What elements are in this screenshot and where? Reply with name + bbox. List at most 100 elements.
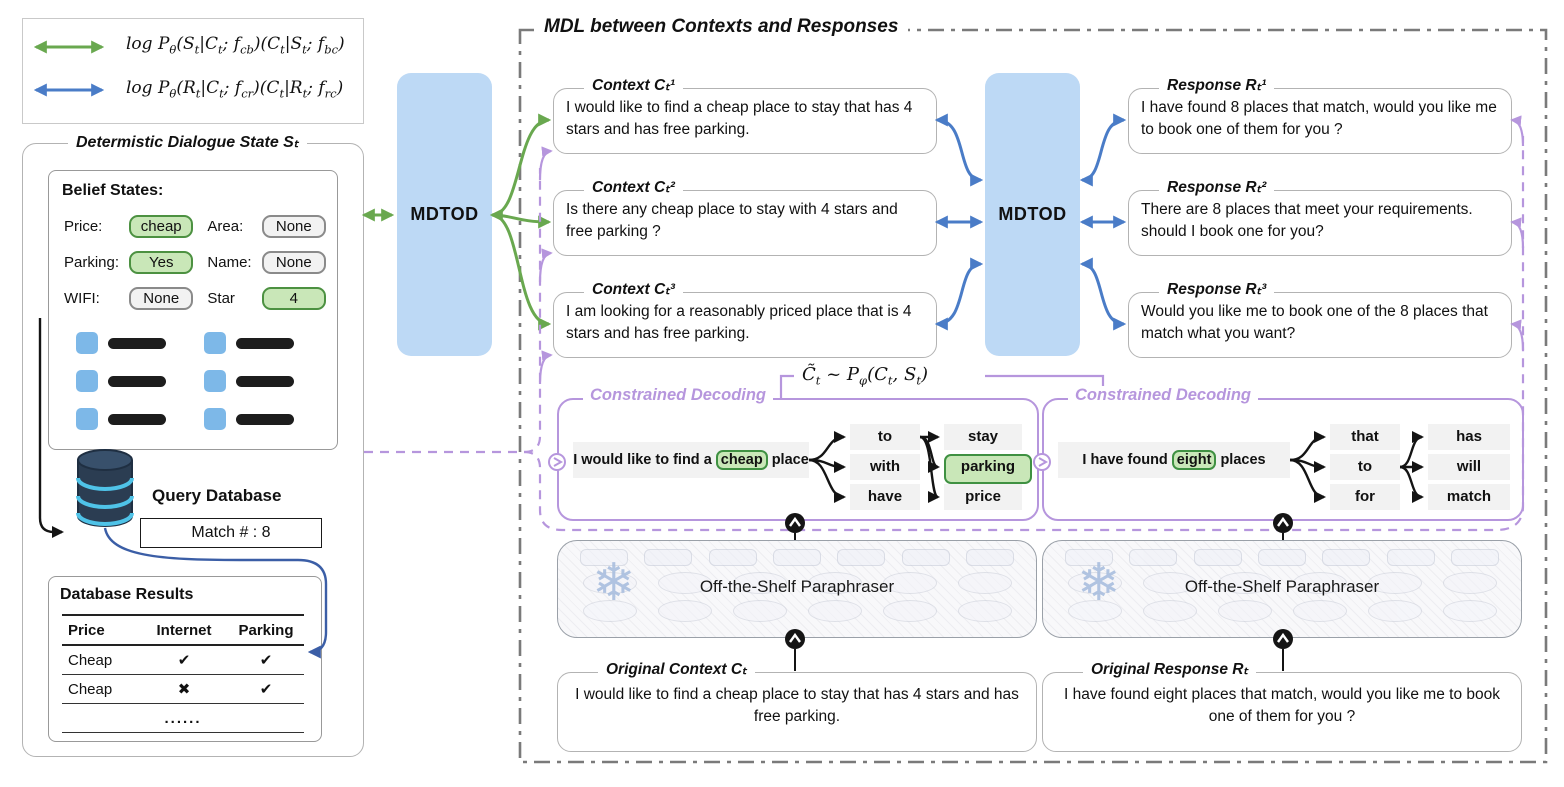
mdtod-context2-arrow — [489, 208, 552, 229]
mdtod-model-right: MDTOD — [985, 73, 1080, 356]
check-icon: ✔ — [177, 652, 191, 669]
response-bubble-2: Response Rₜ² There are 8 places that mee… — [1128, 178, 1512, 256]
mdtod-response1-arrow — [1079, 113, 1127, 187]
paraphrase-context2-arrow — [538, 248, 553, 283]
slot-label: Price: — [64, 218, 103, 235]
results-row: Cheap ✔ ✔ — [62, 646, 304, 675]
slot-label: Area: — [207, 218, 244, 235]
slot-label: WIFI: — [64, 290, 100, 307]
lattice-word: to — [850, 424, 920, 450]
lattice-word: match — [1428, 484, 1510, 510]
check-icon: ✔ — [259, 652, 273, 669]
context-text-3: I am looking for a reasonably priced pla… — [566, 303, 912, 342]
decoding-to-contexts-riser — [523, 168, 542, 454]
belief-slot-row: Price: cheap Area: None — [64, 215, 326, 238]
belief-slot-row: WIFI: None Star 4 — [64, 287, 326, 310]
mdtod-context1-arrow — [491, 113, 552, 217]
response-text-3: Would you like me to book one of the 8 p… — [1141, 303, 1488, 342]
context-bubble-1: Context Cₜ¹ I would like to find a cheap… — [553, 76, 937, 154]
dialogue-state-title: Determistic Dialogue State Sₜ — [68, 132, 307, 152]
original-context-bubble: Original Context Cₜ I would like to find… — [557, 660, 1037, 752]
lattice-word: price — [944, 484, 1022, 510]
paraphraser-label-right: Off-the-Shelf Paraphraser — [1184, 577, 1380, 596]
response-text-2: There are 8 places that meet your requir… — [1141, 201, 1473, 240]
paraphrase-sampling-formula: C̃t ~ Pφ(Ct, St) — [798, 364, 932, 388]
context-bubble-3: Context Cₜ³ I am looking for a reasonabl… — [553, 280, 937, 358]
paraphraser-box-left: ❄ Off-the-Shelf Paraphraser — [557, 540, 1037, 638]
database-results-title: Database Results — [60, 586, 194, 603]
slot-value: None — [129, 287, 194, 310]
context1-mdtod-arrow — [934, 113, 984, 187]
highlighted-token: eight — [1171, 450, 1217, 470]
results-header-row: Price Internet Parking — [62, 614, 304, 646]
context-title-1: Context Cₜ¹ — [584, 76, 683, 95]
context-bubble-2: Context Cₜ² Is there any cheap place to … — [553, 178, 937, 256]
mdtod-response3-arrow — [1079, 257, 1127, 331]
mdtod-context3-arrow — [491, 213, 552, 331]
mdl-panel-title: MDL between Contexts and Responses — [534, 16, 909, 38]
decoding-sentence-right: I have found eight places — [1058, 442, 1290, 478]
slot-value: Yes — [129, 251, 194, 274]
match-count-box: Match # : 8 — [140, 518, 322, 548]
token-embedding-grid — [76, 332, 294, 446]
slot-value: None — [261, 215, 326, 238]
lattice-word: will — [1428, 454, 1510, 480]
context-title-2: Context Cₜ² — [584, 178, 683, 197]
cross-icon: ✖ — [177, 681, 191, 698]
paraphrase-context1-arrow — [538, 146, 553, 181]
results-row: Cheap ✖ ✔ — [62, 675, 304, 704]
belief-slot-row: Parking: Yes Name: None — [64, 251, 326, 274]
token-column — [204, 332, 294, 446]
legend-formula-response: log Pθ(Rt|Ct; fcr)(Ct|Rt; frc) — [126, 78, 344, 101]
token-column — [76, 332, 166, 446]
slot-label: Star — [207, 290, 235, 307]
highlighted-token: cheap — [715, 450, 768, 470]
original-response-text: I have found eight places that match, wo… — [1064, 686, 1500, 725]
database-icon — [76, 449, 134, 527]
database-results-table: Price Internet Parking Cheap ✔ ✔ Cheap ✖… — [62, 614, 304, 733]
lattice-word: stay — [944, 424, 1022, 450]
context-text-2: Is there any cheap place to stay with 4 … — [566, 201, 898, 240]
lattice-word: has — [1428, 424, 1510, 450]
lattice-word-highlighted: parking — [944, 454, 1032, 484]
formula-connector-left — [779, 374, 794, 398]
response-text-1: I have found 8 places that match, would … — [1141, 99, 1497, 138]
context-title-3: Context Cₜ³ — [584, 280, 683, 299]
constrained-decoding-label-left: Constrained Decoding — [583, 386, 774, 405]
response-bubble-3: Response Rₜ³ Would you like me to book o… — [1128, 280, 1512, 358]
lattice-word: to — [1330, 454, 1400, 480]
lattice-word: with — [850, 454, 920, 480]
original-response-bubble: Original Response Rₜ I have found eight … — [1042, 660, 1522, 752]
paraphrase-response3-arrow — [1510, 319, 1525, 351]
slot-value: cheap — [129, 215, 194, 238]
response-title-3: Response Rₜ³ — [1159, 280, 1275, 299]
response-title-2: Response Rₜ² — [1159, 178, 1275, 197]
legend-box — [22, 18, 364, 124]
paraphrase-response2-arrow — [1510, 217, 1525, 249]
paraphraser-label-left: Off-the-Shelf Paraphraser — [699, 577, 895, 596]
query-database-label: Query Database — [152, 486, 282, 505]
paraphrase-context3-arrow — [538, 350, 553, 385]
response-title-1: Response Rₜ¹ — [1159, 76, 1275, 95]
belief-states-title: Belief States: — [62, 182, 164, 199]
lattice-word: have — [850, 484, 920, 510]
constrained-decoding-label-right: Constrained Decoding — [1068, 386, 1259, 405]
original-response-title: Original Response Rₜ — [1083, 660, 1257, 679]
slot-value: None — [261, 251, 326, 274]
results-more-row: ...... — [62, 704, 304, 733]
slot-label: Parking: — [64, 254, 120, 271]
slot-value: 4 — [261, 287, 326, 310]
context-text-1: I would like to find a cheap place to st… — [566, 99, 913, 138]
original-context-title: Original Context Cₜ — [598, 660, 755, 679]
legend-formula-state: log Pθ(St|Ct; fcb)(Ct|St; fbc) — [126, 34, 345, 57]
lattice-word: that — [1330, 424, 1400, 450]
lattice-word: for — [1330, 484, 1400, 510]
check-icon: ✔ — [259, 681, 273, 698]
response-bubble-1: Response Rₜ¹ I have found 8 places that … — [1128, 76, 1512, 154]
paraphrase-response1-arrow — [1510, 115, 1525, 147]
context3-mdtod-arrow — [934, 257, 984, 331]
decoding-sentence-left: I would like to find a cheap place — [573, 442, 809, 478]
mdtod-model-left: MDTOD — [397, 73, 492, 356]
slot-label: Name: — [207, 254, 252, 271]
